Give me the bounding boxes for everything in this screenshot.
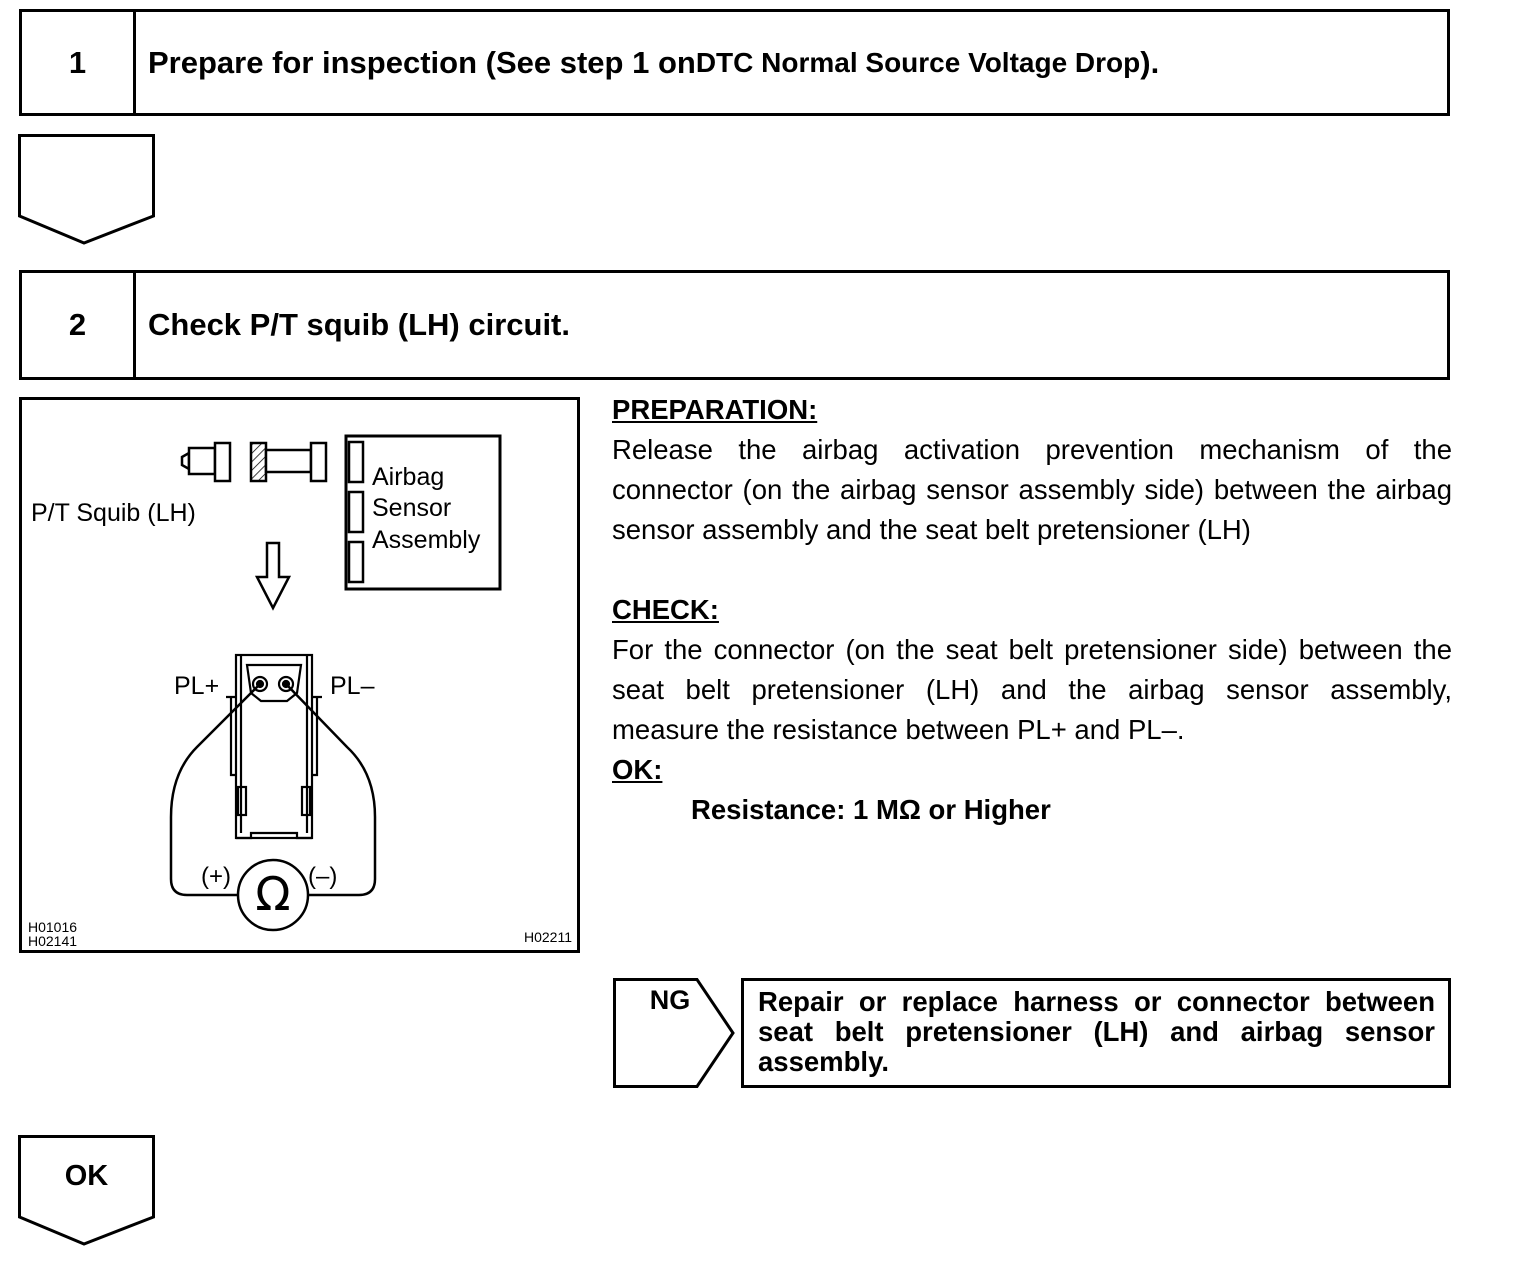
label-meter-minus: (–) — [308, 863, 337, 890]
step-1-title-reference: DTC Normal Source Voltage Drop — [695, 46, 1141, 78]
figure-code-1: H01016 — [28, 919, 77, 935]
preparation-text: Release the airbag activation prevention… — [612, 434, 1452, 545]
ok-heading: OK: — [612, 754, 663, 785]
meter-probe-wires — [169, 683, 377, 897]
check-text: For the connector (on the seat belt pret… — [612, 634, 1452, 745]
step-2-title: Check P/T squib (LH) circuit. — [148, 307, 570, 342]
step-1-title: Prepare for inspection (See step 1 on DT… — [148, 12, 1159, 113]
ng-label: NG — [649, 985, 691, 1015]
label-sensor-line-1: Airbag — [372, 463, 444, 491]
airbag-sensor-assembly-icon — [344, 434, 502, 591]
figure-code-2: H02141 — [28, 933, 77, 949]
step-2-number: 2 — [22, 273, 136, 377]
label-squib: P/T Squib (LH) — [31, 499, 196, 527]
step-1-number: 1 — [22, 12, 136, 113]
next-step-arrow — [18, 134, 155, 245]
preparation-heading: PREPARATION: — [612, 394, 818, 425]
step-1-box: 1 Prepare for inspection (See step 1 on … — [19, 9, 1450, 116]
inspection-diagram: Airbag Sensor Assembly P/T Squib (LH) PL… — [19, 397, 580, 953]
ok-specification: Resistance: 1 MΩ or Higher — [691, 794, 1051, 825]
down-arrow-icon — [254, 541, 292, 611]
label-pl-plus: PL+ — [174, 672, 219, 700]
ohmmeter-icon — [236, 858, 310, 932]
ohm-symbol: Ω — [255, 867, 290, 921]
label-meter-plus: (+) — [201, 863, 231, 890]
pretensioner-connector-icon — [226, 653, 322, 840]
step-2-box: 2 Check P/T squib (LH) circuit. — [19, 270, 1450, 380]
instructions: PREPARATION: Release the airbag activati… — [612, 390, 1452, 830]
squib-connector-icon — [180, 441, 328, 483]
ng-action-box: Repair or replace harness or connector b… — [741, 978, 1451, 1088]
step-1-title-end: ). — [1140, 44, 1160, 80]
label-sensor-line-3: Assembly — [372, 526, 481, 554]
ok-arrow-label: OK — [64, 1160, 109, 1192]
label-pl-minus: PL– — [330, 672, 375, 700]
ok-arrow — [18, 1135, 155, 1246]
check-heading: CHECK: — [612, 594, 719, 625]
label-sensor-line-2: Sensor — [372, 494, 451, 522]
step-1-title-text: Prepare for inspection (See step 1 on — [148, 44, 696, 80]
figure-code-3: H02211 — [524, 929, 572, 945]
ng-arrow — [613, 978, 735, 1088]
